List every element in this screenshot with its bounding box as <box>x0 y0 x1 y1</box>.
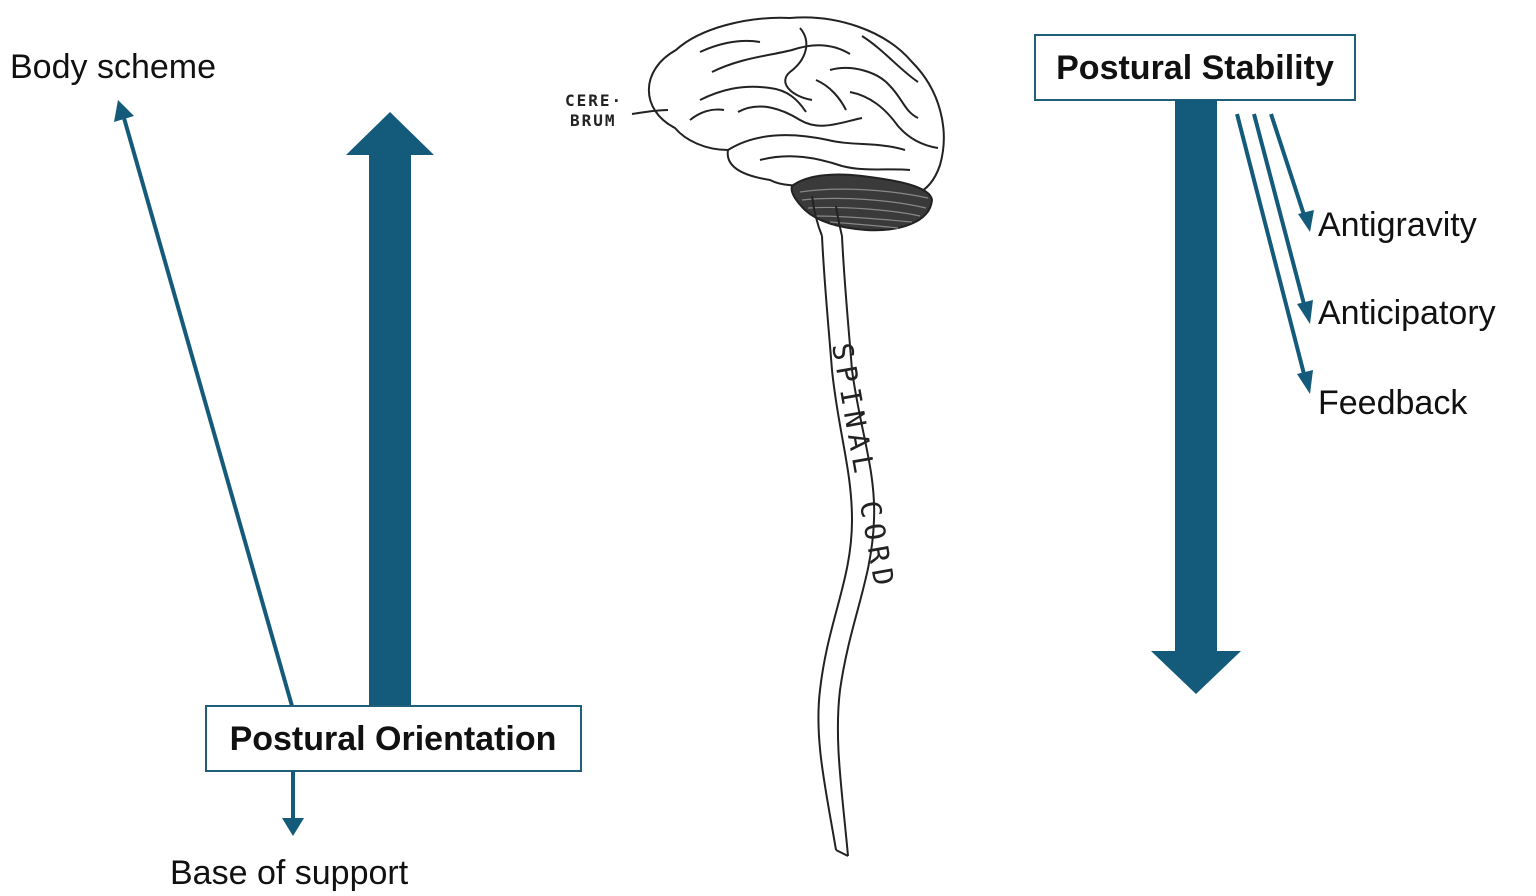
brain-spinal-cord-illustration <box>631 16 945 857</box>
base-of-support-label: Base of support <box>170 854 409 892</box>
body-scheme-label: Body scheme <box>10 48 216 86</box>
postural-stability-down-arrow <box>1151 100 1241 694</box>
postural-orientation-box: Postural Orientation <box>205 705 582 772</box>
feedback-arrow <box>1235 113 1313 394</box>
postural-stability-label: Postural Stability <box>1056 49 1334 87</box>
antigravity-arrow <box>1269 113 1314 232</box>
feedback-label: Feedback <box>1318 384 1468 422</box>
cerebrum-outline <box>648 16 945 199</box>
antigravity-label: Antigravity <box>1318 206 1477 244</box>
anticipatory-arrow <box>1252 113 1313 324</box>
anticipatory-label: Anticipatory <box>1318 294 1496 332</box>
spinal-cord-outline <box>817 235 876 857</box>
spinal-cord-label: SPINAL CORD <box>825 340 901 593</box>
cerebellum <box>790 173 934 232</box>
postural-orientation-label: Postural Orientation <box>230 720 557 758</box>
body-scheme-arrow <box>114 100 294 707</box>
base-of-support-arrow <box>282 771 304 836</box>
postural-orientation-up-arrow <box>346 112 434 706</box>
cerebrum-label-line2: BRUM <box>570 111 617 130</box>
cerebrum-label-line1: CERE· <box>565 91 623 110</box>
postural-stability-box: Postural Stability <box>1034 34 1356 101</box>
